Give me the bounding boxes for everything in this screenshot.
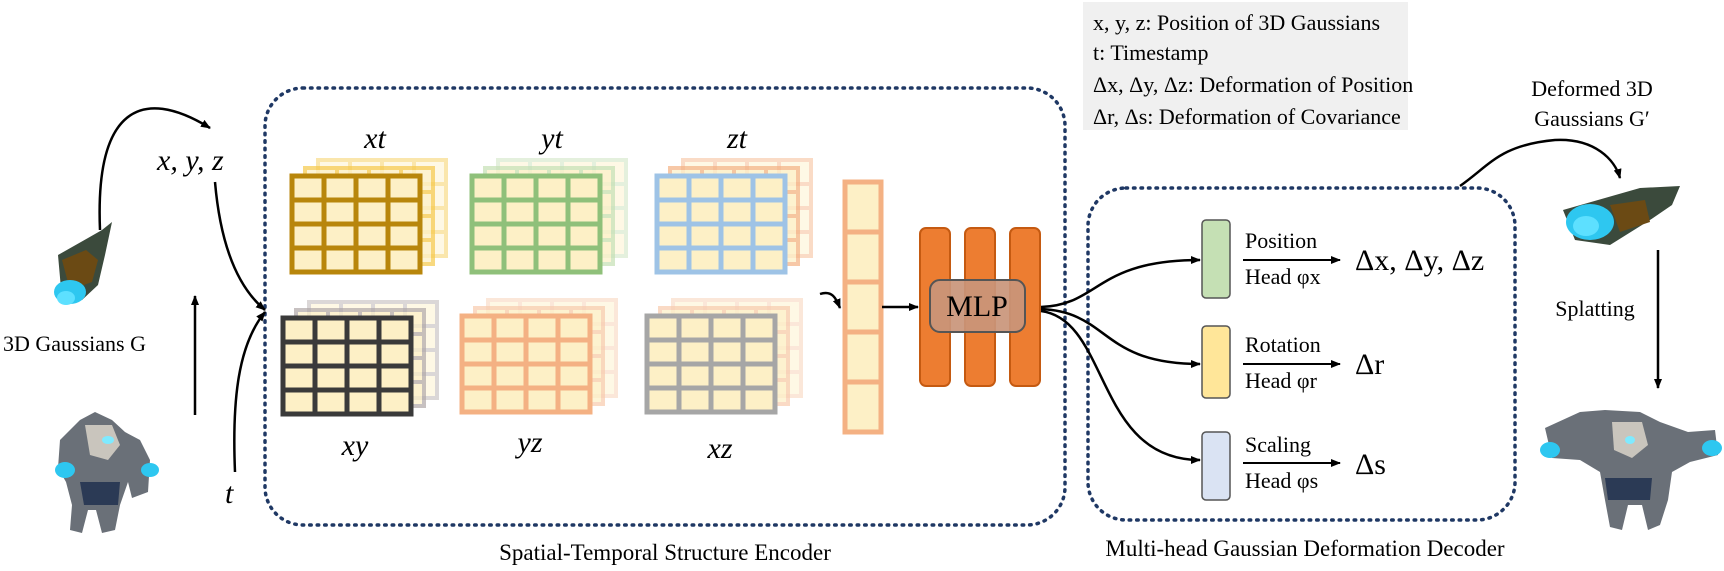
- deformed-splat-image: [1563, 186, 1680, 245]
- position-head-sub: Head φx: [1245, 264, 1321, 289]
- plane-yz-front: [459, 313, 593, 415]
- plane-label-xz: xz: [707, 432, 733, 465]
- xyz-to-encoder-arrow: [213, 181, 266, 311]
- planes-to-vector-arrow: [819, 291, 842, 309]
- rotation-output: Δr: [1355, 348, 1384, 381]
- xyz-input-label: x, y, z: [156, 144, 224, 177]
- plane-label-xt: xt: [363, 122, 386, 155]
- legend-line-4: Δr, Δs: Deformation of Covariance: [1093, 104, 1401, 129]
- scaling-head-sub: Head φs: [1245, 468, 1318, 493]
- plane-xy-front: [280, 315, 414, 417]
- position-head-name: Position: [1245, 228, 1317, 253]
- position-head-box: [1201, 219, 1231, 299]
- decoder-container: [1086, 186, 1517, 522]
- rotation-head-name: Rotation: [1245, 332, 1321, 357]
- plane-label-yz: yz: [515, 426, 543, 459]
- plane-zt-front: [654, 173, 788, 275]
- splatting-label: Splatting: [1555, 296, 1634, 321]
- mlp-label: MLP: [946, 290, 1008, 323]
- t-to-encoder-arrow: [233, 311, 266, 473]
- mlp-to-rotation-arrow: [1040, 307, 1201, 368]
- position-output: Δx, Δy, Δz: [1355, 244, 1484, 277]
- scaling-head-box: [1201, 431, 1231, 501]
- curve-arrow-to-xyz: [98, 107, 211, 231]
- deformed-label-1: Deformed 3D: [1531, 76, 1653, 101]
- gaussians-splat-image: [54, 222, 112, 305]
- t-input-label: t: [225, 477, 234, 510]
- plane-yt-front: [469, 173, 603, 275]
- deformed-label-2: Gaussians G′: [1534, 106, 1649, 131]
- legend-line-2: t: Timestamp: [1093, 40, 1209, 65]
- encoder-label: Spatial-Temporal Structure Encoder: [499, 540, 831, 565]
- plane-label-yt: yt: [538, 122, 563, 155]
- gaussians-label: 3D Gaussians G: [3, 331, 146, 356]
- legend-box: [1083, 2, 1408, 130]
- mlp-to-position-arrow: [1040, 256, 1201, 309]
- plane-xz-front: [644, 313, 778, 415]
- scaling-output: Δs: [1355, 448, 1386, 481]
- scaling-head-name: Scaling: [1245, 432, 1311, 457]
- feature-vector: [842, 179, 884, 435]
- legend-line-3: Δx, Δy, Δz: Deformation of Position: [1093, 72, 1413, 97]
- rotation-head-sub: Head φr: [1245, 368, 1318, 393]
- decoder-to-deformed-arrow: [1459, 138, 1622, 188]
- mlp-to-scaling-arrow: [1040, 309, 1201, 464]
- deformed-monster-image: [1540, 410, 1722, 530]
- plane-xt-front: [289, 173, 423, 275]
- decoder-label: Multi-head Gaussian Deformation Decoder: [1105, 536, 1505, 561]
- monster-render-image: [55, 412, 159, 533]
- mlp-block: [919, 227, 1041, 387]
- legend-line-1: x, y, z: Position of 3D Gaussians: [1093, 10, 1380, 35]
- plane-label-xy: xy: [341, 429, 369, 462]
- rotation-head-box: [1201, 325, 1231, 399]
- plane-grids: [280, 158, 813, 417]
- plane-label-zt: zt: [726, 122, 748, 155]
